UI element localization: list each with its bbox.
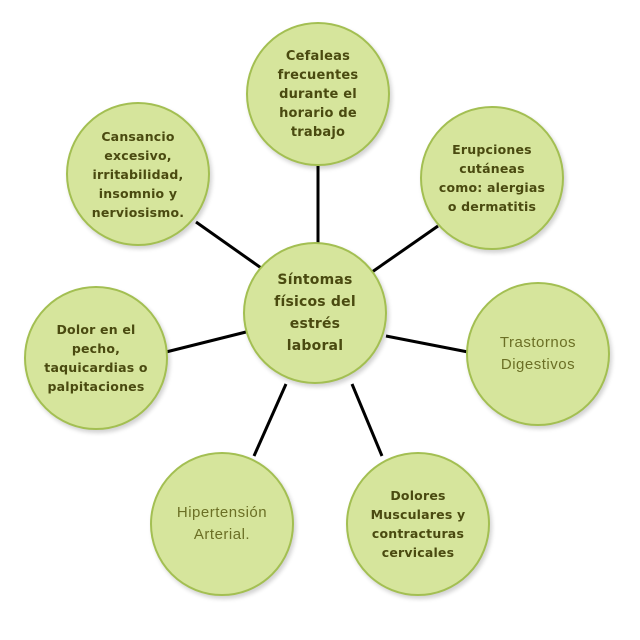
connector-right [385, 334, 469, 354]
node-erupciones-label: Erupciones cutáneas como: alergias o der… [438, 142, 546, 214]
node-dolor-pecho: Dolor en el pecho, taquicardias o palpit… [24, 286, 168, 430]
node-trastornos-digestivos: Trastornos Digestivos [466, 282, 610, 426]
center-node: Síntomas físicos del estrés laboral [243, 242, 387, 384]
node-dolor-pecho-label: Dolor en el pecho, taquicardias o palpit… [44, 322, 148, 394]
node-cansancio: Cansancio excesivo, irritabilidad, insom… [66, 102, 210, 246]
node-trastornos-digestivos-label: Trastornos Digestivos [499, 334, 577, 373]
node-hipertension-label: Hipertensión Arterial. [176, 504, 268, 543]
node-dolores-musculares: Dolores Musculares y contracturas cervic… [346, 452, 490, 596]
connector-bottom-left [252, 383, 288, 457]
node-cefaleas: Cefaleas frecuentes durante el horario d… [246, 22, 390, 166]
center-node-label: Síntomas físicos del estrés laboral [274, 272, 356, 354]
connector-bottom-right [350, 383, 384, 457]
connector-top-left [195, 220, 265, 272]
node-hipertension: Hipertensión Arterial. [150, 452, 294, 596]
node-erupciones: Erupciones cutáneas como: alergias o der… [420, 106, 564, 250]
node-cefaleas-label: Cefaleas frecuentes durante el horario d… [277, 48, 359, 140]
node-cansancio-label: Cansancio excesivo, irritabilidad, insom… [91, 128, 185, 220]
node-dolores-musculares-label: Dolores Musculares y contracturas cervic… [370, 488, 466, 560]
connector-top-right [371, 224, 439, 274]
connector-left [165, 330, 247, 354]
